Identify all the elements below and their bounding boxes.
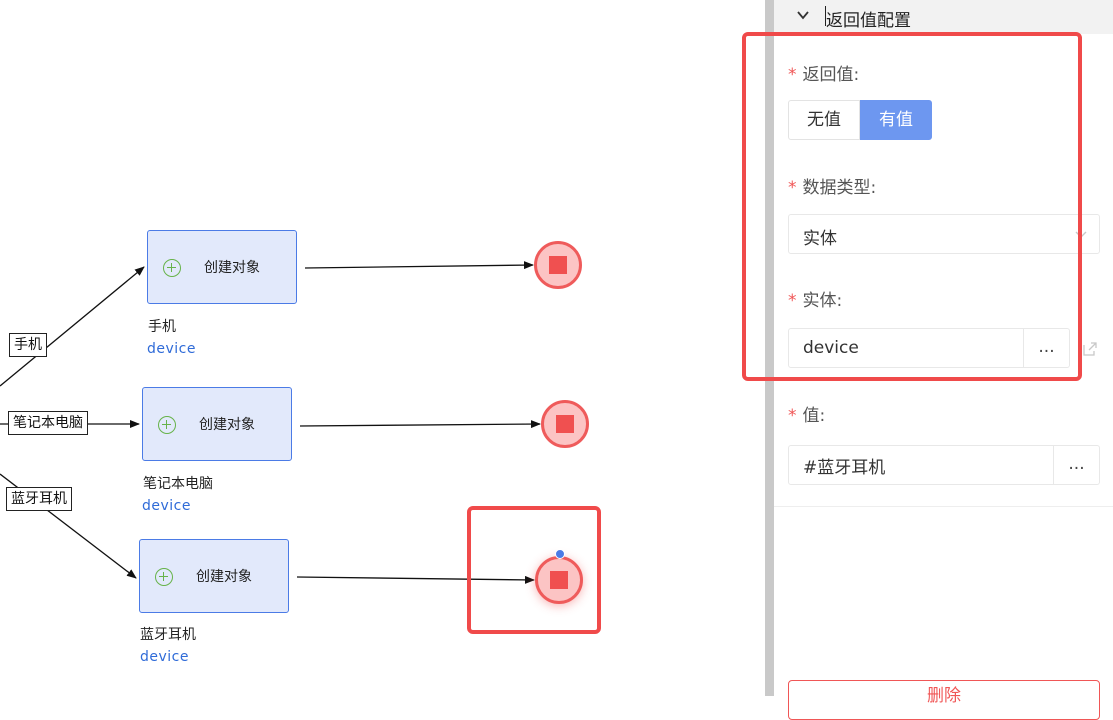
process-canvas[interactable]: 手机 笔记本电脑 蓝牙耳机 创建对象 手机 device 创建对象 笔记本电脑 … (0, 0, 765, 696)
value-input[interactable] (788, 445, 1054, 485)
task-label: 创建对象 (199, 417, 255, 433)
task-label: 创建对象 (204, 260, 260, 276)
task-name: 笔记本电脑 (143, 476, 213, 492)
flow-task-1-to-end (304, 261, 534, 270)
plus-circle-icon (163, 259, 181, 277)
stop-icon (550, 571, 568, 589)
chevron-down-icon[interactable] (796, 8, 810, 22)
section-divider (774, 506, 1113, 507)
entity-input-group: ... (788, 328, 1100, 368)
task-variable: device (147, 341, 196, 357)
value-input-group: ... (788, 445, 1100, 485)
condition-label-earphones[interactable]: 蓝牙耳机 (6, 487, 72, 511)
highlight-selected-end-event (467, 506, 601, 634)
flow-task-3-to-end (296, 575, 535, 584)
plus-circle-icon (155, 568, 173, 586)
data-type-select[interactable]: 实体 (788, 214, 1100, 254)
condition-label-laptop[interactable]: 笔记本电脑 (8, 411, 88, 435)
delete-button[interactable]: 删除 (788, 680, 1100, 720)
highlight-return-value-settings (742, 32, 1082, 381)
task-name: 蓝牙耳机 (140, 627, 196, 643)
data-type-value: 实体 (803, 229, 837, 249)
task-create-object-1[interactable]: 创建对象 (147, 230, 297, 304)
flow-task-2-to-end (299, 420, 541, 429)
required-mark: * (788, 291, 797, 311)
entity-picker-button[interactable]: ... (1024, 328, 1070, 368)
data-type-label: *数据类型: (788, 178, 877, 198)
condition-label-phone[interactable]: 手机 (9, 333, 47, 357)
text-cursor (825, 6, 826, 26)
stop-icon (549, 256, 567, 274)
entity-label: *实体: (788, 291, 843, 311)
task-create-object-2[interactable]: 创建对象 (142, 387, 292, 461)
section-header-return-value[interactable]: 返回值配置 (774, 0, 1113, 34)
open-external-icon[interactable] (1081, 340, 1099, 358)
end-event-1[interactable] (534, 241, 582, 289)
required-mark: * (788, 406, 797, 426)
sequence-flows (0, 261, 541, 584)
section-title: 返回值配置 (826, 11, 911, 31)
plus-circle-icon (158, 416, 176, 434)
task-variable: device (142, 498, 191, 514)
required-mark: * (788, 65, 797, 85)
task-label: 创建对象 (196, 569, 252, 585)
return-value-toggle: 无值 有值 (788, 100, 932, 140)
end-event-2[interactable] (541, 400, 589, 448)
properties-panel: 返回值配置 *返回值: 无值 有值 *数据类型: 实体 *实体: ... *值:… (742, 0, 1113, 720)
option-has-value[interactable]: 有值 (860, 100, 932, 140)
value-label: *值: (788, 406, 826, 426)
return-value-label: *返回值: (788, 65, 860, 85)
option-no-value[interactable]: 无值 (788, 100, 860, 140)
task-create-object-3[interactable]: 创建对象 (139, 539, 289, 613)
connect-handle[interactable] (555, 549, 565, 559)
required-mark: * (788, 178, 797, 198)
stop-icon (556, 415, 574, 433)
entity-input[interactable] (788, 328, 1024, 368)
task-variable: device (140, 649, 189, 665)
flow-to-task-1 (0, 266, 145, 387)
task-name: 手机 (148, 319, 176, 335)
value-picker-button[interactable]: ... (1054, 445, 1100, 485)
panel-resize-splitter[interactable] (765, 0, 774, 696)
